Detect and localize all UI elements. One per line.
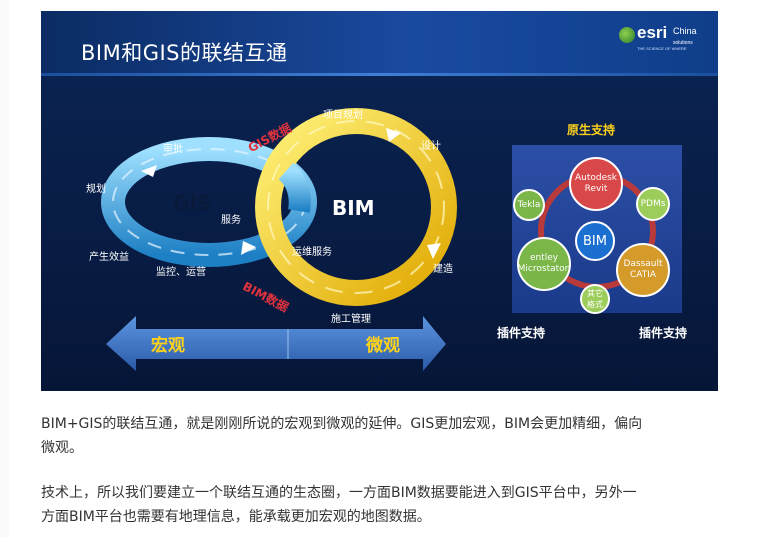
gis-label: GIS	[173, 191, 212, 215]
paragraph-line: 方面BIM平台也需要有地理信息，能承载更加宏观的地图数据。	[41, 509, 431, 525]
node-pdms: PDMs	[636, 187, 670, 221]
bim-gis-diagram	[101, 108, 457, 371]
node-tekla: Tekla	[513, 189, 545, 221]
bim-ring-inner	[267, 120, 445, 294]
node-bentley: entley Microstaton	[517, 237, 571, 291]
plugin-support-left: 插件支持	[497, 326, 546, 340]
bim-stage-label: 施工管理	[331, 314, 371, 325]
gis-stage-label: 监控、运营	[156, 267, 206, 278]
slide-divider	[41, 73, 718, 76]
gis-ring-overlap	[278, 162, 311, 213]
paragraph-line: 技术上，所以我们要建立一个联结互通的生态圈，一方面BIM数据要能进入到GIS平台…	[41, 485, 637, 501]
bim-stage-label: 建造	[433, 264, 453, 275]
plugin-support-right: 插件支持	[639, 326, 688, 340]
node-dassault: Dassault CATIA	[616, 243, 670, 297]
bim-stage-label: 设计	[421, 141, 441, 152]
node-autodesk: Autodesk Revit	[569, 157, 623, 211]
bim-stage-label: 项目规划	[323, 110, 363, 121]
bim-arrow-mark	[427, 243, 441, 259]
gis-arrow-mark	[141, 165, 157, 177]
slide-title: BIM和GIS的联结互通	[81, 41, 288, 65]
paragraph-2: 技术上，所以我们要建立一个联结互通的生态圈，一方面BIM数据要能进入到GIS平台…	[41, 481, 721, 529]
gis-arrow-mark	[241, 241, 256, 255]
gis-stage-label: 规划	[86, 184, 106, 195]
paragraph-line: 微观。	[41, 440, 83, 456]
bim-arrow-mark	[386, 128, 401, 142]
native-support-title: 原生支持	[567, 123, 616, 137]
gis-stage-label: 服务	[221, 215, 241, 226]
macro-micro-arrow	[106, 316, 446, 371]
page-left-strip	[0, 0, 9, 537]
bim-stage-label: 运维服务	[292, 247, 332, 258]
paragraph-1: BIM+GIS的联结互通，就是刚刚所说的宏观到微观的延伸。GIS更加宏观，BIM…	[41, 412, 721, 460]
logo-tagline: THE SCIENCE OF WHERE	[637, 46, 687, 51]
globe-icon	[619, 27, 635, 43]
bim-label: BIM	[332, 196, 375, 220]
node-bim-center: BIM	[575, 221, 615, 261]
support-panel: Autodesk Revit PDMs Dassault CATIA 其它 格式…	[512, 145, 682, 314]
macro-label: 宏观	[151, 336, 185, 356]
slide-header	[41, 11, 718, 75]
micro-label: 微观	[366, 336, 400, 356]
gis-stage-label: 审批	[163, 144, 183, 155]
node-other: 其它 格式	[580, 284, 610, 314]
logo-brand: esri	[637, 23, 668, 42]
paragraph-line: BIM+GIS的联结互通，就是刚刚所说的宏观到微观的延伸。GIS更加宏观，BIM…	[41, 416, 643, 432]
gis-stage-label: 产生效益	[89, 252, 129, 263]
